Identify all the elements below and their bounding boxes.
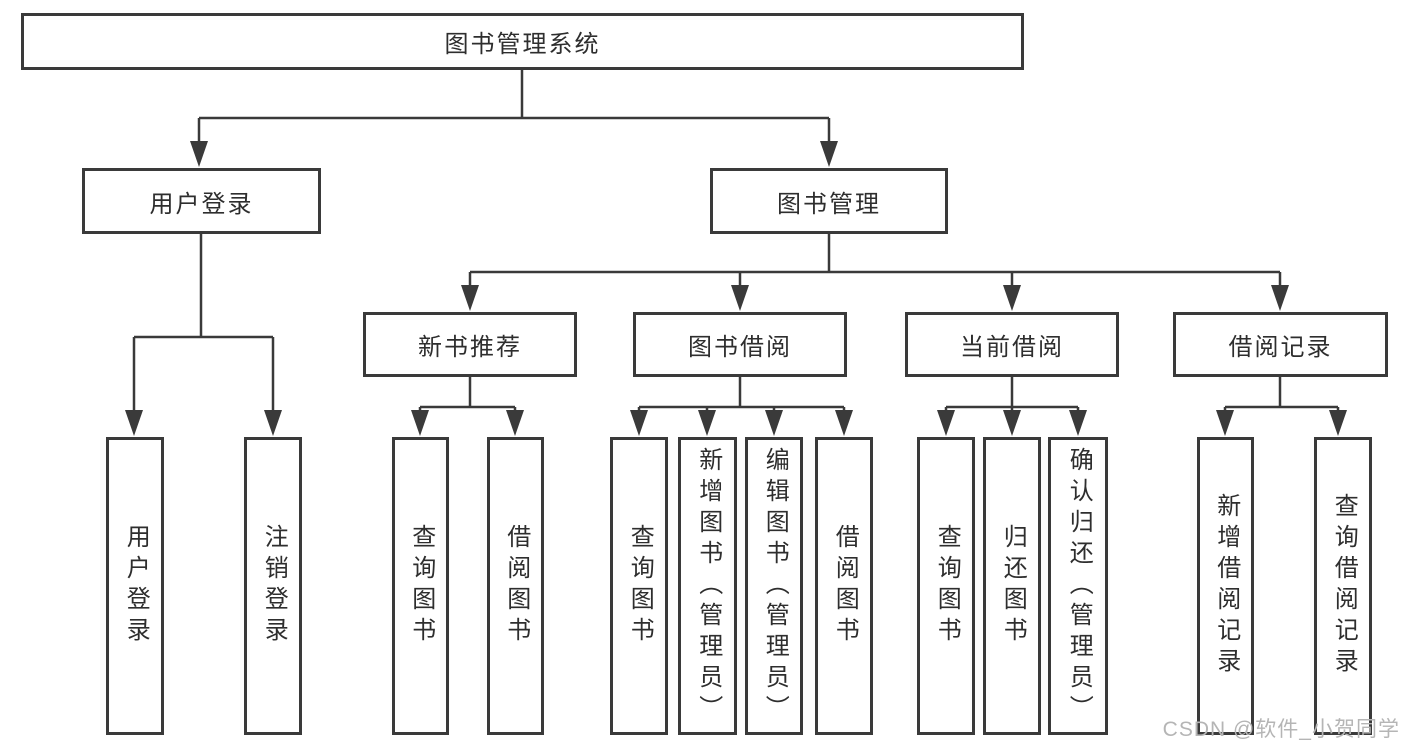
leaf-label: 编辑图书（管理员）	[761, 446, 789, 726]
leaf-label: 借阅图书	[502, 524, 530, 648]
leaf-borrow-books-recommend: 借阅图书	[487, 437, 544, 735]
node-label: 当前借阅	[960, 334, 1064, 361]
leaf-user-login: 用户登录	[106, 437, 164, 735]
node-book-management-system: 图书管理系统	[21, 13, 1024, 70]
node-label: 借阅记录	[1228, 334, 1333, 361]
leaf-label: 新增借阅记录	[1212, 493, 1240, 679]
leaf-label: 查询图书	[407, 524, 435, 648]
leaf-add-books-admin: 新增图书（管理员）	[678, 437, 737, 735]
node-new-book-recommendation: 新书推荐	[363, 312, 577, 377]
node-book-borrowing: 图书借阅	[633, 312, 847, 377]
node-label: 用户登录	[149, 190, 254, 218]
node-user-login: 用户登录	[82, 168, 321, 234]
leaf-label: 查询图书	[626, 524, 654, 648]
leaf-return-books: 归还图书	[983, 437, 1041, 735]
leaf-query-books-current: 查询图书	[917, 437, 975, 735]
node-book-management: 图书管理	[710, 168, 948, 234]
leaf-label: 用户登录	[122, 524, 150, 648]
leaf-borrow-books-borrowing: 借阅图书	[815, 437, 873, 735]
node-current-borrowing: 当前借阅	[905, 312, 1119, 377]
leaf-label: 新增图书（管理员）	[694, 446, 722, 726]
leaf-label: 查询图书	[933, 524, 961, 648]
leaf-confirm-return-admin: 确认归还（管理员）	[1048, 437, 1108, 735]
node-label: 图书管理	[777, 190, 881, 218]
leaf-label: 归还图书	[999, 524, 1027, 648]
leaf-query-borrow-record: 查询借阅记录	[1314, 437, 1372, 735]
node-label: 图书管理系统	[444, 31, 601, 58]
watermark: CSDN @软件_小贺同学	[1162, 718, 1400, 741]
leaf-query-books-borrowing: 查询图书	[610, 437, 668, 735]
leaf-label: 查询借阅记录	[1330, 493, 1358, 679]
leaf-label: 注销登录	[260, 524, 288, 648]
leaf-logout: 注销登录	[244, 437, 302, 735]
leaf-add-borrow-record: 新增借阅记录	[1197, 437, 1254, 735]
leaf-label: 借阅图书	[831, 524, 859, 648]
node-label: 图书借阅	[688, 334, 792, 361]
leaf-label: 确认归还（管理员）	[1065, 446, 1093, 726]
node-borrowing-records: 借阅记录	[1173, 312, 1388, 377]
leaf-query-books-recommend: 查询图书	[392, 437, 449, 735]
leaf-edit-books-admin: 编辑图书（管理员）	[745, 437, 803, 735]
node-label: 新书推荐	[418, 334, 522, 361]
